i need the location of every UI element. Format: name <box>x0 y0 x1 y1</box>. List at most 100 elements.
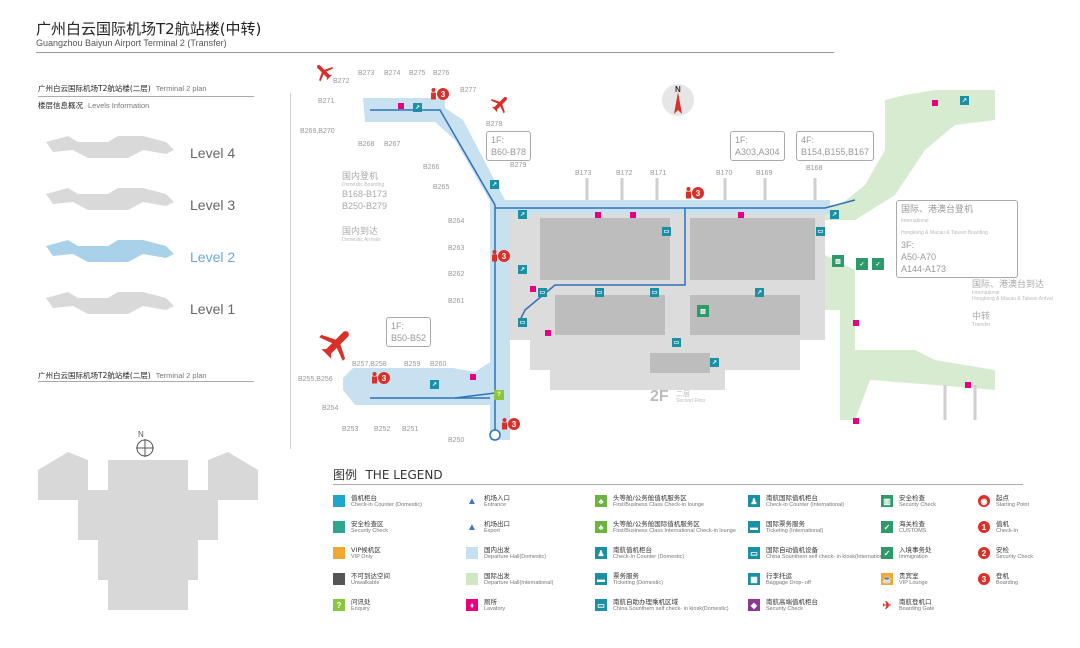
legend-item-label-en: China Sounthern self check- in kiosk(Dom… <box>613 606 729 612</box>
legend-item-label: 国际自动值机设备 <box>766 546 818 554</box>
sidebar-divider-2 <box>38 381 254 382</box>
gate-label: B271 <box>318 98 335 105</box>
plane-icon <box>317 65 334 82</box>
compass-needle-icon <box>674 92 682 114</box>
level-3-thumbnail <box>46 188 174 210</box>
legend-item-label: 安检 <box>996 546 1009 554</box>
legend-item-label-en: Security Check <box>351 528 388 534</box>
legend-item-label-en: Immigration <box>899 554 928 560</box>
gate-label: B272 <box>333 78 350 85</box>
international-zone <box>795 90 995 420</box>
terminal-plan-heading-2-en: Terminal 2 plan <box>155 371 207 380</box>
legend-item-label: 国内出发 <box>484 546 510 554</box>
callout-a303-a304: 1F: A303,A304 <box>730 131 785 161</box>
legend-item-label: 机场出口 <box>484 520 510 528</box>
security-icon: ▥ <box>697 305 709 317</box>
level-3-link[interactable]: Level 3 <box>190 197 236 213</box>
callout-line: B50-B52 <box>391 333 427 343</box>
legend-item-label: VIP候机区 <box>351 546 381 554</box>
legend-item-label-en: Security Check <box>996 554 1033 560</box>
check-in-icon: ▭ <box>518 318 527 327</box>
legend-item-label-en: Unwalkable <box>351 580 380 586</box>
gate-label: B171 <box>650 170 667 177</box>
level-4-thumbnail <box>46 136 174 158</box>
levels-thumbnails <box>46 136 174 314</box>
legend-item-label-en: Check-in Counter (International) <box>766 502 845 508</box>
legend-item-label: 机场入口 <box>484 494 510 502</box>
legend-item-label-en: Security Check <box>899 502 936 508</box>
escalator-icon: ↗ <box>490 180 499 189</box>
check-in-icon: ▭ <box>538 288 547 297</box>
enquiry-icon: ? <box>494 390 504 400</box>
transfer-label: 中转 Transfer <box>972 310 990 328</box>
legend-title-en: THE LEGEND <box>365 468 443 482</box>
legend-item-label-en: Check-in Counter (Domestic) <box>351 502 422 508</box>
legend-item-label: 南航值机柜台 <box>613 546 652 554</box>
callout-b50-b52: 1F: B50-B52 <box>386 317 432 347</box>
map-compass-label: N <box>675 85 681 94</box>
escalator-icon: ↗ <box>755 288 764 297</box>
page-subtitle: Guangzhou Baiyun Airport Terminal 2 (Tra… <box>36 38 227 48</box>
gate-label: B263 <box>448 245 465 252</box>
callout-b154-b167: 4F: B154,B155,B167 <box>796 131 875 161</box>
international-arrival-label: 国际、港澳台到达 International Hongkong & Macau … <box>972 278 1053 302</box>
square-icon <box>466 547 478 559</box>
legend-item-label: 不可到达空间 <box>351 572 390 580</box>
gate-label: B259 <box>404 361 421 368</box>
escalator-icon: ↗ <box>960 96 969 105</box>
legend-item-label-en: Enquiry <box>351 606 370 612</box>
lavatory-icon <box>595 212 601 218</box>
legend-item-label-en: CUSTOMS <box>899 528 927 534</box>
person-icon <box>502 418 507 430</box>
area-text: 中转 <box>972 311 991 321</box>
teal-kiosk-icon: ▭ <box>748 547 760 559</box>
lavatory-icon <box>398 103 404 109</box>
level-2-link[interactable]: Level 2 <box>190 249 236 265</box>
boarding-marker: 3 <box>501 418 520 430</box>
plane-icon <box>490 97 507 114</box>
gate-label: B276 <box>433 70 450 77</box>
immigration-icon: ✓ <box>872 258 884 270</box>
route-start-marker <box>489 429 501 441</box>
green-person-icon: ♣ <box>595 521 607 533</box>
square-icon <box>466 573 478 585</box>
gate-label: B250 <box>448 437 465 444</box>
map-left-border <box>290 93 291 449</box>
green-person-icon: ♣ <box>595 495 607 507</box>
lavatory-icon <box>932 100 938 106</box>
callout-line: Hongkong & Macau & Taiwan Boarding <box>901 230 988 236</box>
gate-label: B257,B258 <box>352 361 387 368</box>
check-in-icon: ▭ <box>662 227 671 236</box>
legend-item-label-en: VIP Only <box>351 554 373 560</box>
arrow-up-icon: ▲ <box>467 495 477 507</box>
level-4-link[interactable]: Level 4 <box>190 145 236 161</box>
legend-item-label: 起点 <box>996 494 1009 502</box>
lavatory-icon <box>853 418 859 424</box>
level-1-link[interactable]: Level 1 <box>190 301 236 317</box>
terminal-plan-heading-2: 广州白云国际机场T2航站楼(二层)Terminal 2 plan <box>38 370 207 381</box>
legend-item-label-en: Starting Point <box>996 502 1030 508</box>
check-in-icon: ▭ <box>672 338 681 347</box>
red-plane-icon: ✈ <box>882 599 892 612</box>
